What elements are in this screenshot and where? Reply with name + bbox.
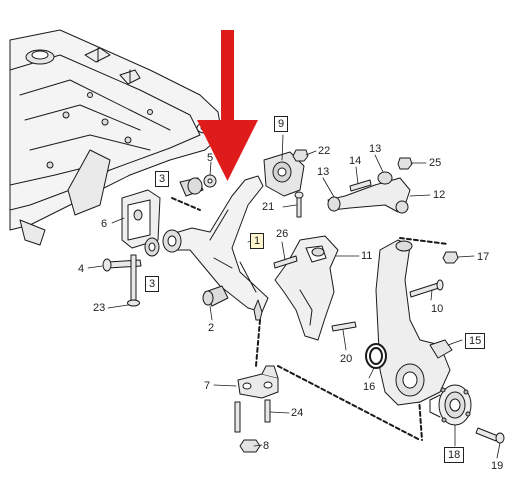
callout-3a: 3 bbox=[155, 171, 170, 187]
nut-5 bbox=[203, 174, 217, 188]
bolt-19 bbox=[475, 427, 505, 444]
lower-control-arm-1 bbox=[162, 175, 269, 321]
callout-5: 5 bbox=[207, 152, 214, 164]
callout-25: 25 bbox=[429, 157, 442, 169]
callout-26: 26 bbox=[276, 228, 289, 240]
callout-22: 22 bbox=[318, 145, 331, 157]
bolt-14 bbox=[349, 179, 372, 192]
callout-17: 17 bbox=[477, 251, 490, 263]
callout-1: 1 bbox=[250, 233, 265, 249]
callout-21: 21 bbox=[262, 201, 275, 213]
callout-6: 6 bbox=[101, 218, 108, 230]
leader-lines bbox=[87, 134, 501, 459]
bushing-2 bbox=[202, 285, 229, 307]
bolt-26 bbox=[273, 255, 298, 269]
callout-8: 8 bbox=[263, 440, 270, 452]
callout-4: 4 bbox=[78, 263, 85, 275]
callout-9: 9 bbox=[274, 116, 289, 132]
nut-17 bbox=[442, 251, 459, 264]
nut-8 bbox=[239, 439, 261, 453]
bolt-24 bbox=[264, 399, 271, 423]
callout-7: 7 bbox=[204, 380, 211, 392]
callout-16: 16 bbox=[363, 381, 376, 393]
callout-13b: 13 bbox=[369, 143, 382, 155]
nut-22 bbox=[292, 149, 309, 162]
callout-19: 19 bbox=[491, 460, 504, 472]
bolt-10 bbox=[409, 279, 444, 298]
callout-13a: 13 bbox=[317, 166, 330, 178]
upper-arm-12 bbox=[327, 171, 411, 214]
hub-bearing-18 bbox=[429, 384, 472, 426]
callout-14: 14 bbox=[349, 155, 362, 167]
callout-12: 12 bbox=[433, 189, 446, 201]
bolt-21 bbox=[294, 191, 304, 218]
bolt-23 bbox=[127, 254, 140, 307]
red-arrow bbox=[197, 30, 258, 181]
seal-16 bbox=[365, 343, 387, 369]
callout-24: 24 bbox=[291, 407, 304, 419]
callout-15: 15 bbox=[465, 333, 486, 349]
ball-joint-7 bbox=[237, 365, 279, 399]
callout-18: 18 bbox=[444, 447, 465, 463]
bracket-6 bbox=[121, 189, 161, 249]
callout-3b: 3 bbox=[145, 276, 160, 292]
bushing-3b bbox=[179, 177, 204, 197]
hub-carrier-15 bbox=[375, 239, 453, 406]
nut-25 bbox=[397, 157, 413, 170]
bolt-20 bbox=[331, 321, 357, 332]
callout-11: 11 bbox=[361, 250, 373, 262]
mount-9 bbox=[263, 151, 305, 197]
bushing-3a bbox=[144, 237, 160, 257]
knuckle-11 bbox=[274, 235, 339, 341]
callout-23: 23 bbox=[93, 302, 106, 314]
subframe bbox=[9, 29, 223, 246]
callout-2: 2 bbox=[208, 322, 215, 334]
callout-20: 20 bbox=[340, 353, 353, 365]
bolt-7a bbox=[234, 401, 241, 433]
callout-10: 10 bbox=[431, 303, 444, 315]
